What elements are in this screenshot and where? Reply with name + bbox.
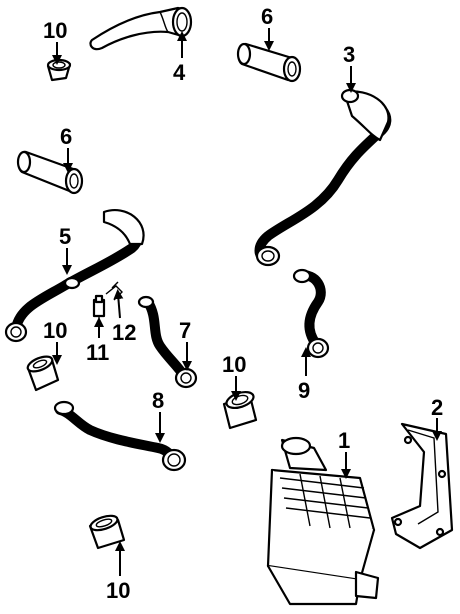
callout-10a: 10 xyxy=(43,18,67,43)
callout-6b: 6 xyxy=(60,124,72,149)
leader-12 xyxy=(113,289,124,319)
hose-part-9 xyxy=(292,268,330,359)
callout-10c: 10 xyxy=(222,352,246,377)
intercooler-part-1 xyxy=(266,436,380,606)
callout-10d: 10 xyxy=(106,578,130,603)
sleeve-part-10-bottom xyxy=(88,514,126,550)
callout-4: 4 xyxy=(173,60,186,85)
callout-labels: 1 2 3 4 5 6 6 7 8 9 10 10 10 10 11 12 xyxy=(43,4,443,603)
callout-7: 7 xyxy=(179,318,191,343)
sleeve-part-10-top xyxy=(46,58,72,82)
hose-part-5 xyxy=(4,209,145,343)
callout-leaders xyxy=(52,28,442,576)
hose-part-7 xyxy=(137,295,198,389)
callout-8: 8 xyxy=(152,388,164,413)
hose-part-4 xyxy=(89,6,193,51)
callout-11: 11 xyxy=(86,340,109,365)
hose-part-8 xyxy=(53,400,187,472)
callout-12: 12 xyxy=(112,320,136,345)
hose-part-6-left xyxy=(16,150,84,195)
callout-9: 9 xyxy=(298,378,310,403)
callout-3: 3 xyxy=(343,42,355,67)
callout-5: 5 xyxy=(59,224,71,249)
clip-part-12 xyxy=(105,281,123,301)
hose-part-6-top xyxy=(236,42,302,83)
sleeve-part-10-left xyxy=(26,355,60,392)
callout-2: 2 xyxy=(431,395,443,420)
sensor-part-11 xyxy=(92,294,106,322)
hose-part-3 xyxy=(254,88,392,267)
bracket-part-2 xyxy=(390,422,454,550)
callout-6a: 6 xyxy=(261,4,273,29)
callout-10b: 10 xyxy=(43,318,67,343)
sleeve-part-10-right xyxy=(222,390,258,430)
callout-1: 1 xyxy=(338,428,350,453)
